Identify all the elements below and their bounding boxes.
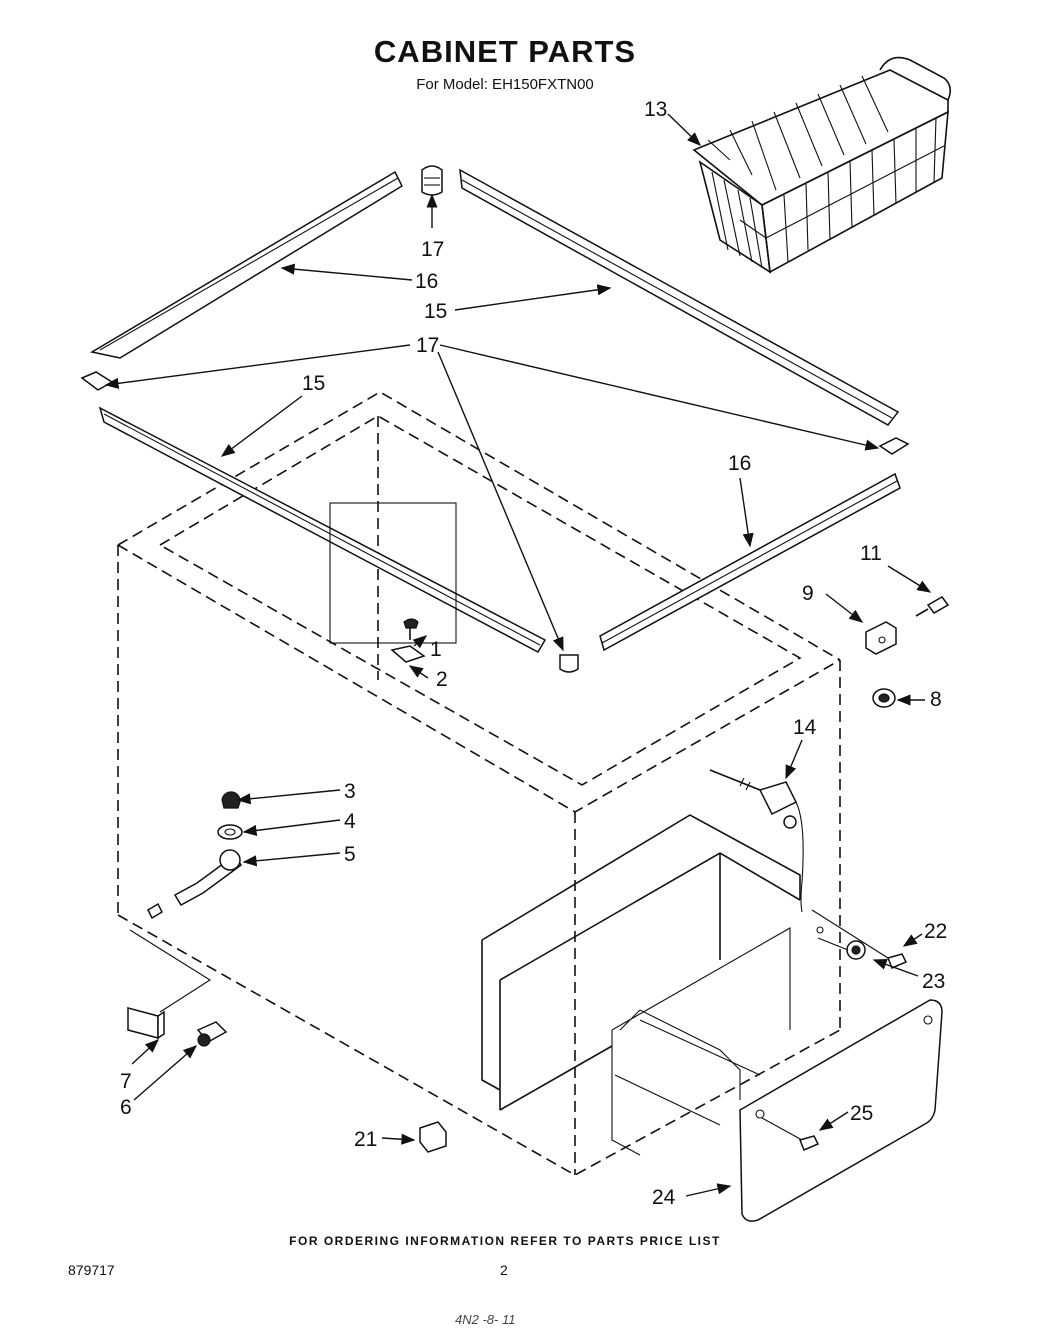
callout-15-front: 15	[302, 372, 325, 395]
compressor-compartment	[481, 814, 801, 1156]
page-title: CABINET PARTS	[373, 34, 637, 69]
grommet-part-23	[816, 926, 866, 960]
top-breaker-left-16	[89, 170, 403, 359]
front-breaker-15	[98, 406, 547, 653]
callout-2: 2	[436, 668, 448, 691]
callout-4: 4	[344, 810, 356, 833]
callout-labels: 13 17 16 15 17 15 16 11 9 8 14 1 2 3 4 5…	[120, 98, 947, 1209]
callout-14: 14	[793, 716, 817, 739]
callout-16-top: 16	[415, 270, 438, 293]
callout-13: 13	[644, 98, 667, 121]
callout-8: 8	[930, 688, 942, 711]
hinge-part-9	[865, 621, 897, 655]
screw-part-11	[915, 596, 950, 617]
callout-15-top: 15	[424, 300, 447, 323]
ordering-note: FOR ORDERING INFORMATION REFER TO PARTS …	[289, 1234, 721, 1248]
callout-17-mid: 17	[416, 334, 439, 357]
power-cord-part-14	[709, 769, 804, 913]
handwritten-mark: 4N2 -8- 11	[455, 1312, 516, 1327]
callout-6: 6	[120, 1096, 132, 1119]
plug-part-8	[872, 688, 896, 708]
callout-5: 5	[344, 843, 356, 866]
corner-piece-front	[559, 654, 579, 673]
callout-16-side: 16	[728, 452, 751, 475]
callout-1: 1	[430, 638, 442, 661]
callout-22: 22	[924, 920, 947, 943]
callout-21: 21	[354, 1128, 377, 1151]
drain-area	[129, 791, 243, 1013]
strike-plate-part-2	[329, 502, 457, 663]
corner-piece-left	[80, 371, 114, 391]
cabinet-body	[117, 391, 841, 1176]
document-number: 879717	[68, 1262, 115, 1278]
callout-9: 9	[802, 582, 814, 605]
wire-basket-part-13	[692, 56, 952, 274]
screw-part-22	[811, 909, 908, 969]
screw-part-1	[403, 618, 419, 640]
callout-17-top: 17	[421, 238, 444, 261]
drain-fitting-part	[196, 1021, 228, 1047]
side-breaker-16	[599, 472, 901, 652]
corner-piece-top	[421, 165, 443, 196]
latch-part-21	[419, 1121, 447, 1153]
callout-25: 25	[850, 1102, 873, 1125]
callout-7: 7	[120, 1070, 132, 1093]
corner-piece-right	[878, 437, 910, 455]
leader-lines	[104, 113, 932, 1197]
compartment-grille-part-24	[739, 999, 943, 1222]
callout-11: 11	[860, 542, 882, 565]
callout-23: 23	[922, 970, 945, 993]
page-number: 2	[500, 1262, 508, 1278]
screw-part-25	[761, 1117, 820, 1151]
callout-3: 3	[344, 780, 356, 803]
model-subtitle: For Model: EH150FXTN00	[416, 76, 594, 93]
drain-plug-part	[127, 1007, 165, 1040]
callout-24: 24	[652, 1186, 676, 1209]
top-breaker-right-15	[459, 168, 900, 426]
